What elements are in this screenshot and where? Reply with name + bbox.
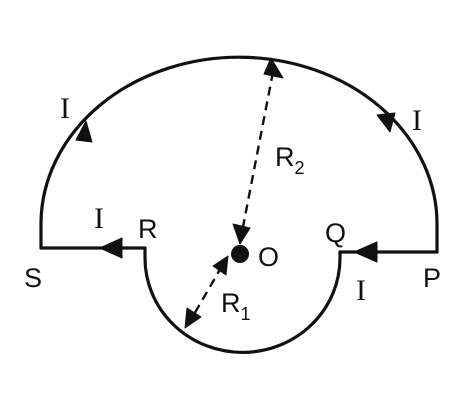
radius-r2-line bbox=[240, 71, 275, 233]
point-label-o: O bbox=[258, 242, 279, 272]
current-arrow-outer-left-icon bbox=[75, 120, 93, 143]
current-arrow-segment-sr-icon bbox=[99, 237, 123, 259]
current-label-segment-qp: I bbox=[356, 274, 366, 307]
point-label-q: Q bbox=[325, 218, 346, 248]
point-label-s: S bbox=[24, 263, 42, 293]
current-arrow-outer-right-icon bbox=[376, 112, 396, 133]
point-label-r: R bbox=[138, 214, 158, 244]
current-label-outer-right: I bbox=[412, 104, 422, 137]
radius-label-r1-base: R bbox=[221, 288, 241, 318]
radius-r1-line bbox=[191, 265, 224, 317]
current-label-outer-left: I bbox=[60, 92, 70, 125]
point-label-p: P bbox=[423, 263, 441, 293]
radius-r2-arrowhead-top-icon bbox=[263, 57, 284, 79]
radius-label-r1: R1 bbox=[221, 288, 251, 324]
radius-label-r2-base: R bbox=[275, 142, 295, 172]
radius-label-r1-sub: 1 bbox=[241, 304, 251, 324]
current-arrow-segment-qp-icon bbox=[353, 241, 378, 263]
radius-label-r2: R2 bbox=[275, 142, 305, 178]
current-label-segment-sr: I bbox=[94, 202, 104, 235]
radius-r1-arrowhead-bottom-icon bbox=[184, 307, 202, 329]
outer-arc-wire bbox=[39, 55, 439, 254]
center-dot-icon bbox=[231, 245, 249, 263]
radius-r1-arrowhead-top-icon bbox=[212, 255, 229, 276]
radius-r2-arrowhead-bottom-icon bbox=[232, 223, 251, 245]
inner-arc-wire bbox=[143, 246, 342, 355]
radius-label-r2-sub: 2 bbox=[295, 158, 305, 178]
